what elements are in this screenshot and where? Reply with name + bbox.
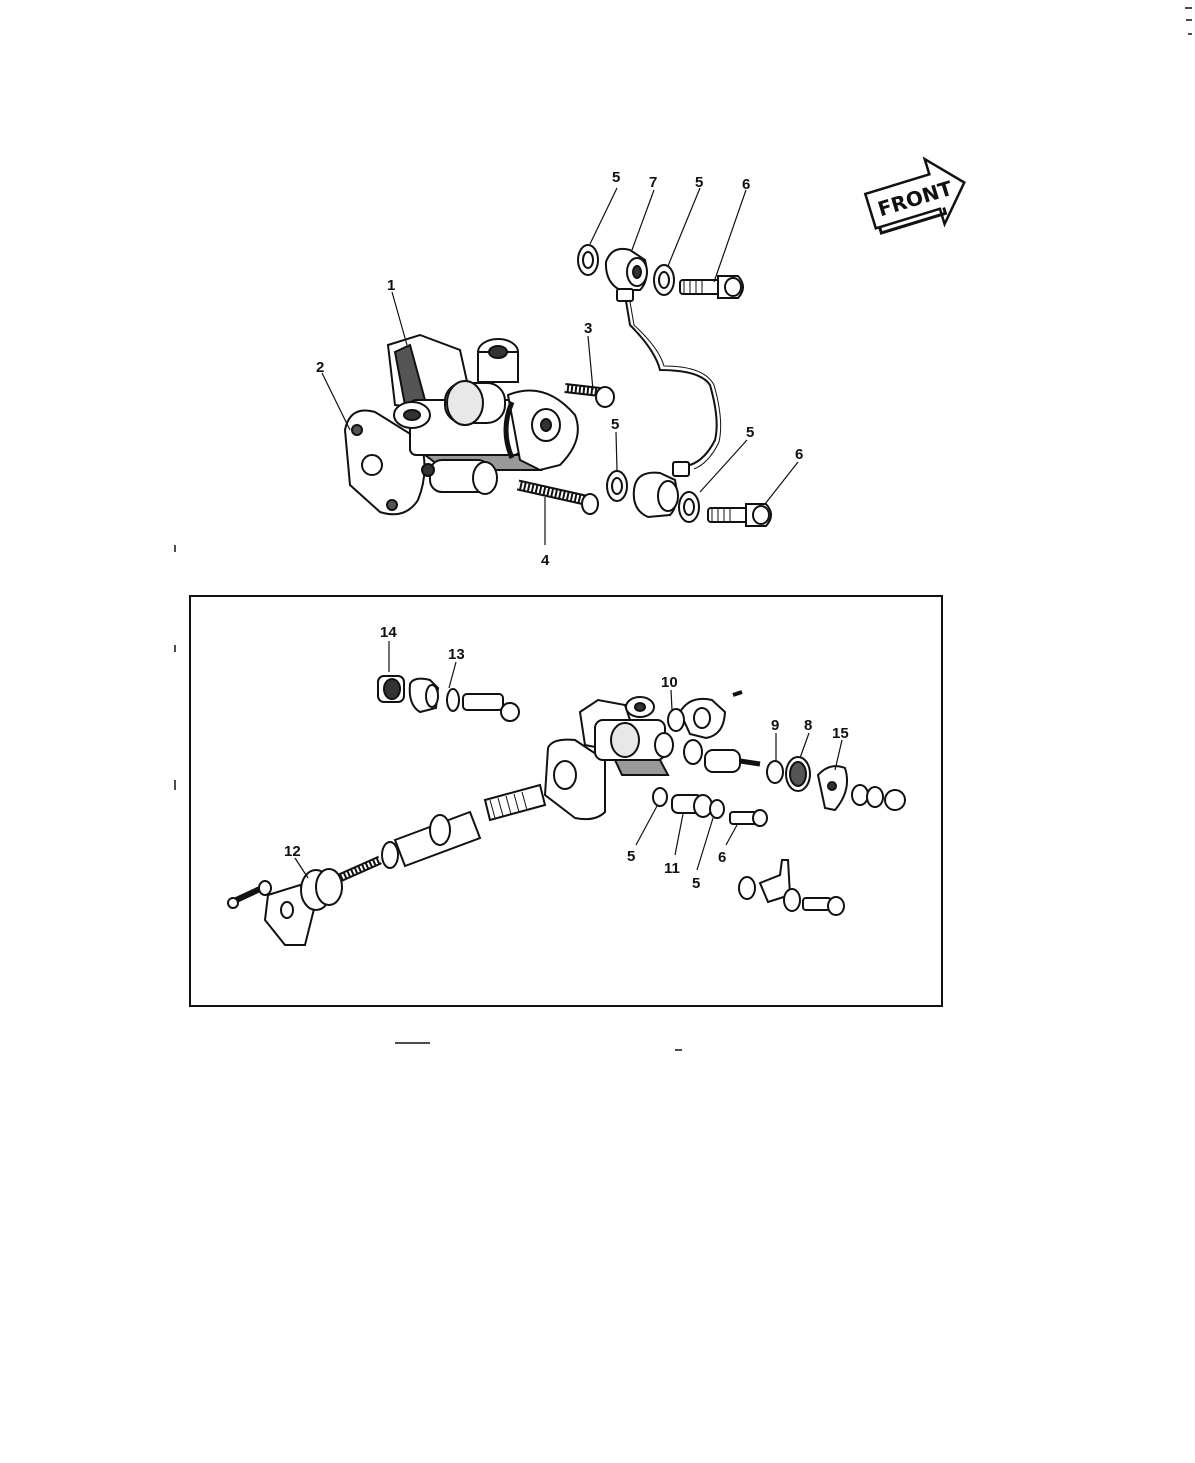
exploded-view-frame [189,595,943,1007]
banjo-bolt-bottom [707,503,772,527]
callout-4: 4 [541,552,550,569]
callout-5b: 5 [695,174,703,191]
bushing-13 [408,677,520,722]
banjo-bolt-top [679,275,744,299]
banjo-fitting-top [604,247,648,302]
callout-5a: 5 [612,169,620,186]
callout-15: 15 [832,725,849,742]
scan-marks [174,7,1192,1051]
lower-callouts: 14 13 10 9 8 15 12 5 11 5 6 [284,624,849,892]
cover-plate-12 [227,868,343,946]
drive-shaft [333,783,547,885]
callout-6b: 6 [795,446,803,463]
oil-pipe [624,294,722,470]
pump-body-exploded [543,696,674,821]
callout-3: 3 [584,320,592,337]
callout-2: 2 [316,359,324,376]
callout-8: 8 [804,717,812,734]
callout-9: 9 [771,717,779,734]
callout-5c: 5 [611,416,619,433]
bolt-4 [516,479,599,515]
bearing-14 [377,675,405,703]
lower-leaders [294,641,843,879]
plunger-assembly [683,739,906,812]
callout-7: 7 [649,174,657,191]
callout-1: 1 [387,277,395,294]
callout-6c: 6 [718,849,726,866]
front-arrow: FRONT [863,156,966,235]
callout-10: 10 [661,674,678,691]
callout-5e: 5 [627,848,635,865]
callout-14: 14 [380,624,397,641]
upper-callouts: 5 7 5 6 1 2 3 5 5 6 4 [316,169,803,569]
upper-leaders [321,187,799,545]
callout-12: 12 [284,843,301,860]
callout-6a: 6 [742,176,750,193]
gasket-10 [667,690,743,740]
callout-11: 11 [664,860,680,877]
bolt-3 [564,383,615,408]
banjo-fitting-bottom [632,461,690,519]
union-parts [652,787,845,916]
callout-13: 13 [448,646,465,663]
callout-5f: 5 [692,875,700,892]
callout-5d: 5 [746,424,754,441]
upper-washers [577,244,700,523]
upper-assembly [343,333,579,516]
